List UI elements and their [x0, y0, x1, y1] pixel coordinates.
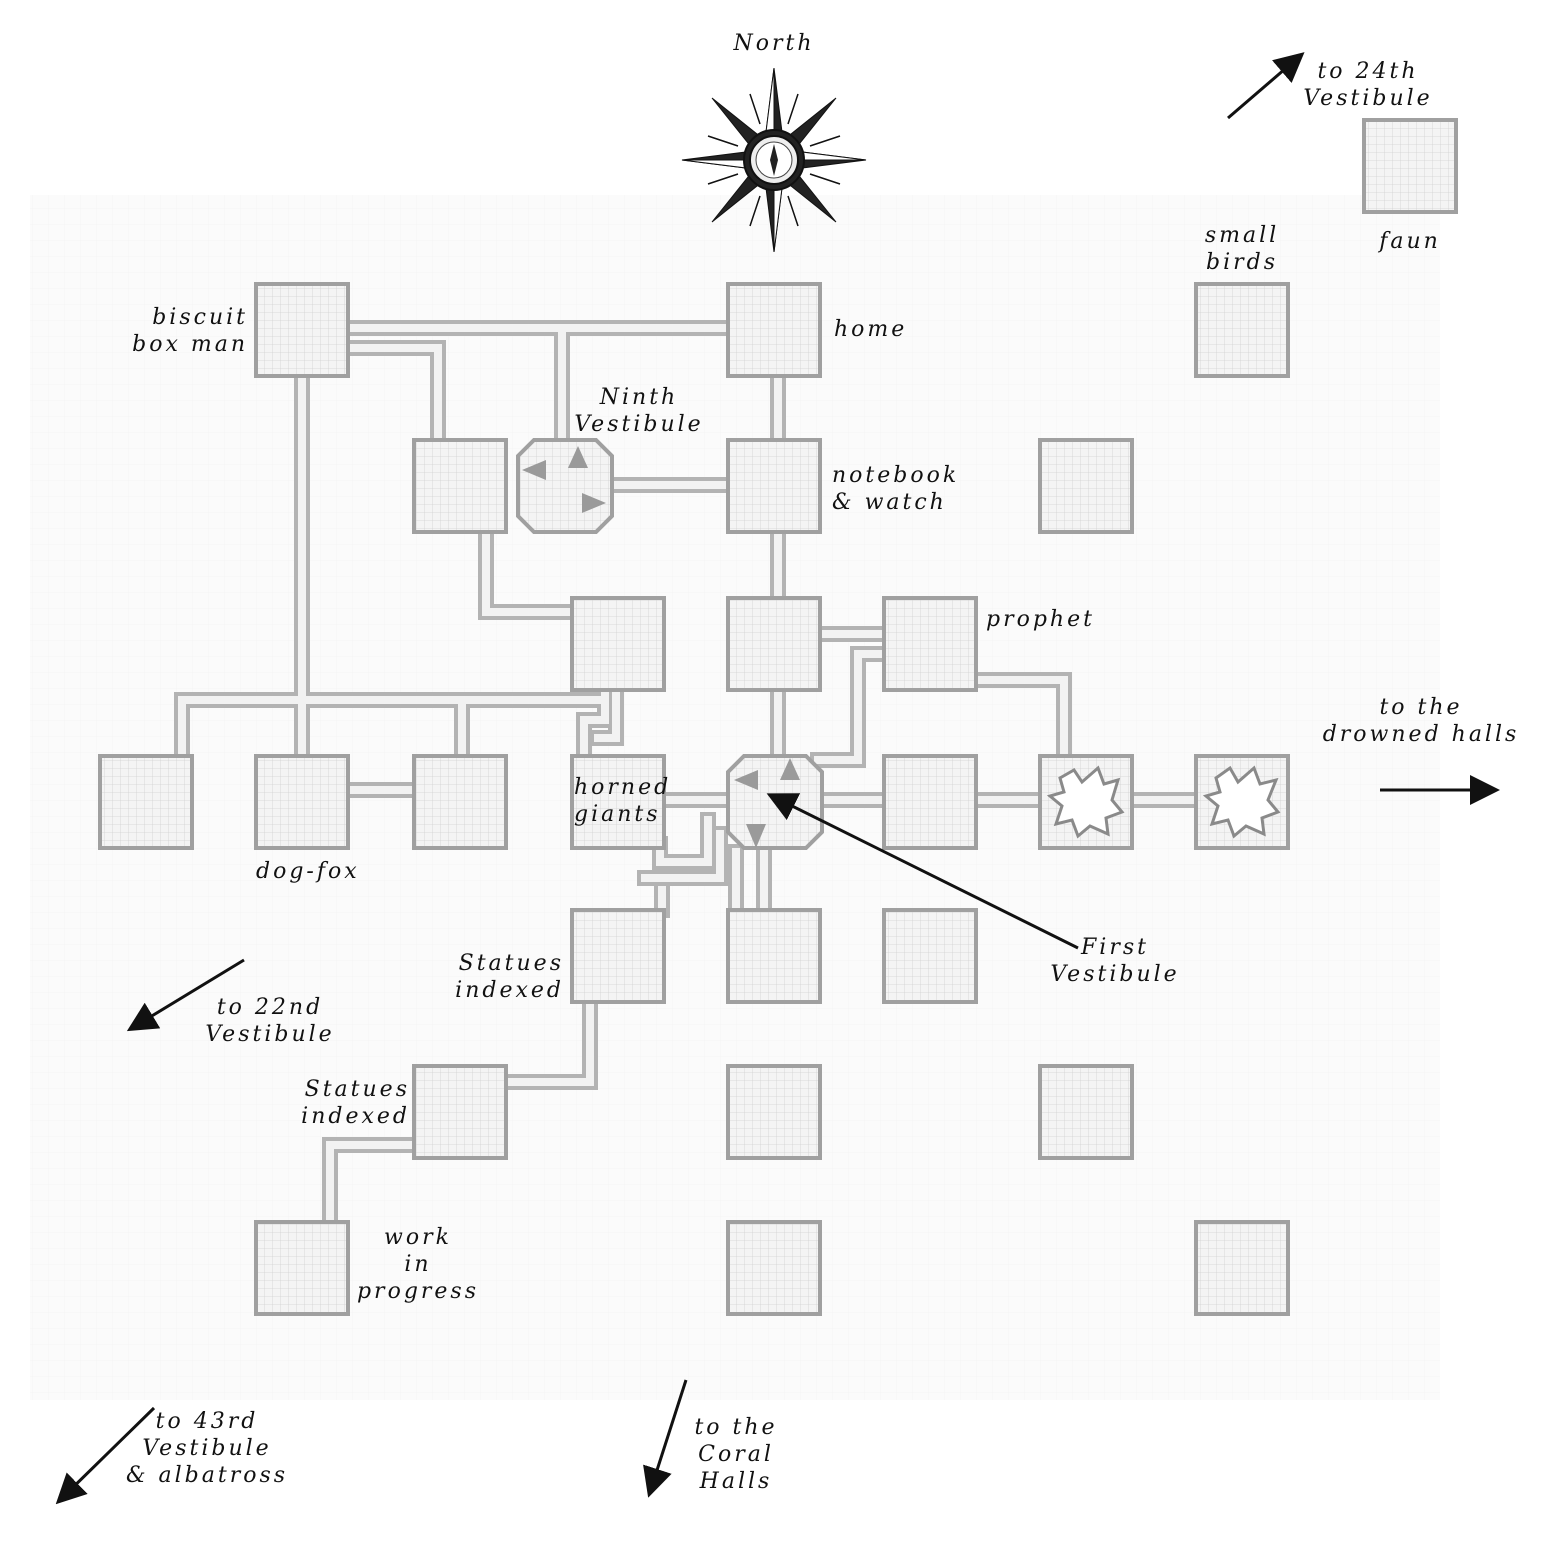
label-to-22nd-vestibule: to 22nd Vestibule [205, 995, 335, 1047]
room-statues-indexed-1 [570, 908, 666, 1004]
label-biscuit-box-man: biscuit box man [132, 305, 248, 357]
exit-arrows [55, 52, 1500, 1505]
label-notebook-watch: notebook & watch [832, 463, 960, 515]
rubble [1046, 765, 1281, 839]
room-west-of-ninth [412, 438, 508, 534]
room-south-3 [726, 1220, 822, 1316]
room-west-1 [98, 754, 194, 850]
room-notebook-watch [726, 438, 822, 534]
stair-markers [522, 446, 800, 848]
room-horned-giants [570, 754, 666, 850]
room-south-2 [726, 1064, 822, 1160]
compass-rose-icon [681, 67, 867, 253]
label-home: home [834, 317, 908, 342]
label-statues-indexed-2: Statues indexed [301, 1077, 410, 1129]
room-central-north [570, 596, 666, 692]
compass-north-label: North [733, 31, 815, 56]
room-dog-fox [254, 754, 350, 850]
label-prophet: prophet [986, 607, 1095, 632]
room-home [726, 282, 822, 378]
label-to-43rd-vestibule: to 43rd Vestibule & albatross [125, 1409, 289, 1488]
arrow-to-24th-icon [1227, 52, 1305, 120]
arrow-to-43rd-icon [55, 1406, 156, 1505]
label-statues-indexed-1: Statues indexed [455, 951, 564, 1003]
room-biscuit-box-man [254, 282, 350, 378]
room-east-of-first [882, 754, 978, 850]
label-small-birds: small birds [1204, 223, 1280, 275]
label-first-vestibule: First Vestibule [1050, 935, 1180, 987]
corridors [174, 320, 1204, 1230]
room-prophet [882, 596, 978, 692]
label-ninth-vestibule: Ninth Vestibule [574, 385, 704, 437]
room-statues-indexed-2 [412, 1064, 508, 1160]
room-west-3 [412, 754, 508, 850]
label-horned-giants: horned giants [574, 775, 672, 827]
arrow-first-vestibule-pointer-icon [766, 793, 1079, 950]
room-south-east-2 [1038, 1064, 1134, 1160]
room-south-of-first [726, 908, 822, 1004]
label-faun: faun [1379, 229, 1441, 254]
arrow-to-coral-halls-icon [643, 1379, 688, 1498]
label-work-in-progress: work in progress [356, 1225, 480, 1304]
room-ninth-vestibule [516, 438, 614, 534]
room-above-first [726, 596, 822, 692]
room-south-east-3 [1194, 1220, 1290, 1316]
room-south-east-1 [882, 908, 978, 1004]
arrow-to-22nd-icon [126, 958, 245, 1032]
label-to-drowned-halls: to the drowned halls [1322, 695, 1520, 747]
label-to-coral-halls: to the Coral Halls [694, 1415, 778, 1494]
room-faun [1362, 118, 1458, 214]
room-east-empty-1 [1038, 438, 1134, 534]
room-first-vestibule [726, 754, 824, 850]
rooms [98, 118, 1458, 1316]
room-work-in-progress [254, 1220, 350, 1316]
label-to-24th-vestibule: to 24th Vestibule [1303, 59, 1433, 111]
label-dog-fox: dog-fox [256, 859, 360, 884]
room-small-birds [1194, 282, 1290, 378]
